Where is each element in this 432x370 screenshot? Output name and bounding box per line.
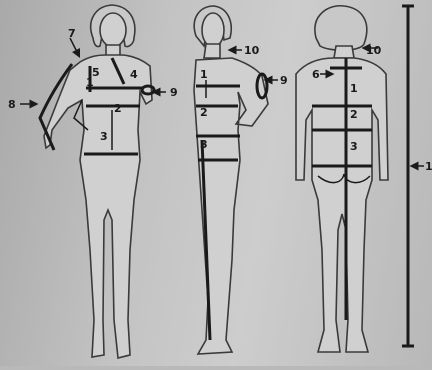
height-scale-label: 1 xyxy=(425,160,432,173)
front-figure: 7 5 1 4 9 2 8 3 xyxy=(8,5,178,358)
side-label-1: 1 xyxy=(200,68,208,81)
front-label-8: 8 xyxy=(8,98,16,111)
back-label-10: 10 xyxy=(366,44,382,57)
front-label-7: 7 xyxy=(68,27,76,40)
front-label-1: 1 xyxy=(86,76,94,89)
height-scale: 1 xyxy=(402,6,432,346)
side-label-2: 2 xyxy=(200,106,208,119)
back-label-1: 1 xyxy=(350,82,358,95)
back-label-3: 3 xyxy=(350,140,358,153)
side-label-3: 3 xyxy=(200,138,208,151)
front-label-9: 9 xyxy=(170,86,178,99)
side-figure: 10 1 9 2 3 xyxy=(194,6,288,354)
front-label-2: 2 xyxy=(114,102,122,115)
back-figure: 10 6 1 2 3 xyxy=(296,6,388,352)
back-label-2: 2 xyxy=(350,108,358,121)
front-label-4: 4 xyxy=(130,68,138,81)
side-label-10: 10 xyxy=(244,44,260,57)
back-label-6: 6 xyxy=(312,68,320,81)
side-label-9: 9 xyxy=(280,74,288,87)
front-label-3: 3 xyxy=(100,130,108,143)
